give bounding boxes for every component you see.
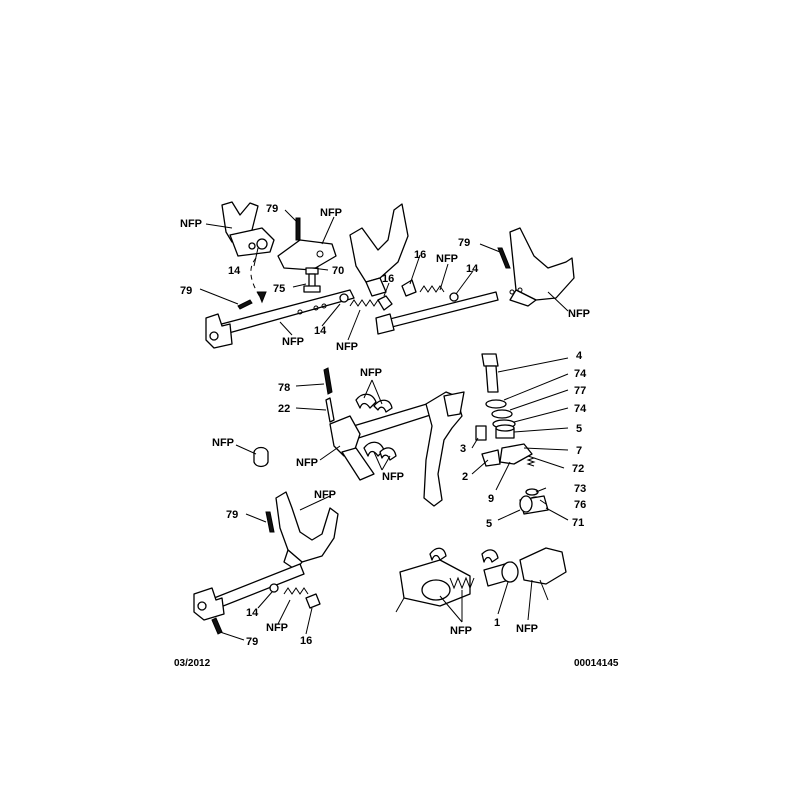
callout-labels: NFP 79 NFP 14 70 75 79 NFP 14 NFP 16 16 … — [180, 203, 590, 648]
label-nfp: NFP — [282, 336, 304, 348]
label-nfp: NFP — [568, 308, 590, 320]
label-nfp: NFP — [382, 471, 404, 483]
label-73: 73 — [574, 483, 586, 495]
top-leader-lines — [199, 209, 569, 341]
label-nfp: NFP — [180, 218, 202, 230]
label-79: 79 — [266, 203, 278, 215]
label-7: 7 — [576, 445, 582, 457]
label-79: 79 — [226, 509, 238, 521]
label-nfp: NFP — [296, 457, 318, 469]
label-72: 72 — [572, 463, 584, 475]
bottom-left-fork-assembly — [193, 491, 339, 635]
label-5: 5 — [486, 518, 492, 530]
top-left-fork-assembly — [205, 201, 355, 349]
top-middle-fork-assembly — [339, 203, 499, 335]
label-76: 76 — [574, 499, 586, 511]
label-71: 71 — [572, 517, 584, 529]
label-14: 14 — [228, 265, 241, 277]
footer-reference: 00014145 — [574, 658, 619, 669]
label-14: 14 — [466, 263, 479, 275]
label-79: 79 — [246, 636, 258, 648]
label-nfp: NFP — [212, 437, 234, 449]
label-nfp: NFP — [266, 622, 288, 634]
label-16: 16 — [300, 635, 312, 647]
label-nfp: NFP — [336, 341, 358, 353]
label-nfp: NFP — [436, 253, 458, 265]
label-77: 77 — [574, 385, 586, 397]
label-16: 16 — [414, 249, 426, 261]
label-79: 79 — [180, 285, 192, 297]
label-nfp: NFP — [320, 207, 342, 219]
middle-selector-assembly — [253, 353, 549, 515]
label-74: 74 — [574, 403, 587, 415]
label-nfp: NFP — [314, 489, 336, 501]
label-74: 74 — [574, 368, 587, 380]
label-3: 3 — [460, 443, 466, 455]
bottom-leader-lines — [219, 495, 533, 641]
label-4: 4 — [576, 350, 583, 362]
label-nfp: NFP — [516, 623, 538, 635]
label-14: 14 — [246, 607, 259, 619]
footer-date: 03/2012 — [174, 658, 211, 669]
label-22: 22 — [278, 403, 290, 415]
label-1: 1 — [494, 617, 500, 629]
label-14: 14 — [314, 325, 327, 337]
label-5: 5 — [576, 423, 582, 435]
label-nfp: NFP — [450, 625, 472, 637]
label-nfp: NFP — [360, 367, 382, 379]
label-79: 79 — [458, 237, 470, 249]
top-right-fork-assembly — [401, 227, 575, 307]
bottom-right-selector-assembly — [395, 547, 567, 613]
label-9: 9 — [488, 493, 494, 505]
middle-leader-lines — [235, 357, 569, 521]
label-70: 70 — [332, 265, 344, 277]
label-75: 75 — [273, 283, 285, 295]
label-78: 78 — [278, 382, 290, 394]
label-16: 16 — [382, 273, 394, 285]
label-2: 2 — [462, 471, 468, 483]
